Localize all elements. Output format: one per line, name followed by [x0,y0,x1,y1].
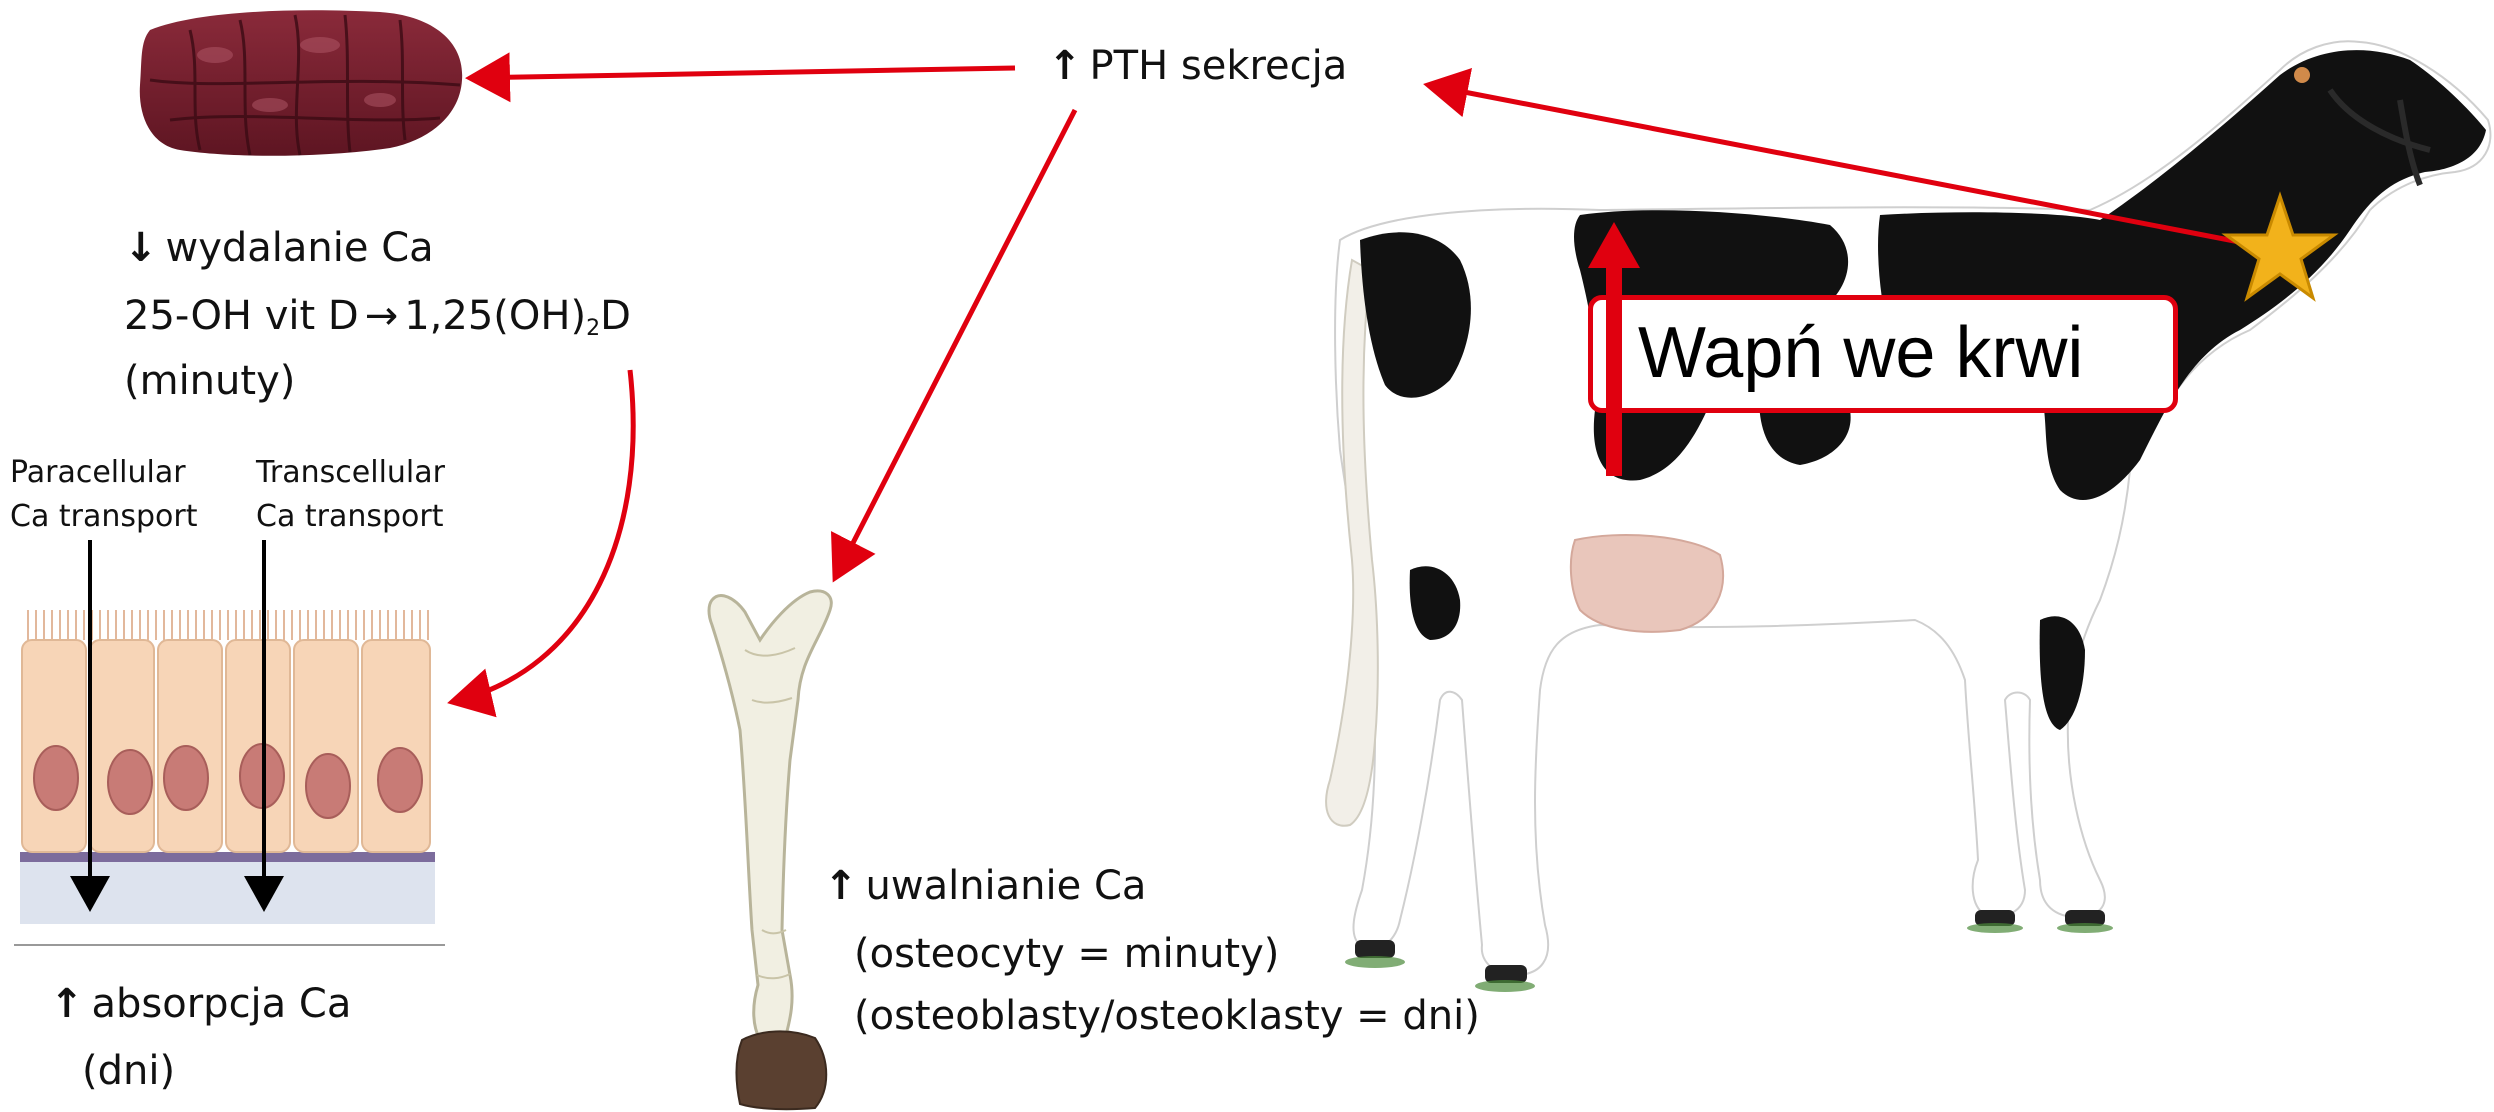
up-arrow-icon: ↑ [824,860,858,912]
intestine-timing-label: (dni) [82,1045,175,1097]
arrow-kidney-to-intestine [452,370,633,702]
arrow-pth-to-kidney [470,68,1015,78]
bone-release-label: ↑uwalnianie Ca [824,860,1146,912]
intestine-absorption-label: ↑absorpcja Ca [50,978,351,1030]
cow-image [1326,41,2490,992]
kidney-image [140,10,462,155]
up-arrow-icon: ↑ [1048,40,1082,92]
blood-calcium-label: Wapń we krwi [1638,303,2083,403]
transcellular-label-line1: Transcellular [256,452,445,494]
pth-text: PTH sekrecja [1090,43,1348,89]
up-arrow-icon: ↑ [50,978,84,1030]
kidney-line1: wydalanie Ca [166,225,434,271]
intestine-line1: absorpcja Ca [92,981,352,1027]
bone-osteoblast-timing: (osteoblasty/osteoklasty = dni) [854,990,1480,1042]
kidney-line2-c: D [600,293,631,339]
kidney-line2-a: 25-OH vit D [124,293,359,339]
paracellular-label-line2: Ca transport [10,496,198,538]
kidney-timing-label: (minuty) [124,355,295,407]
paracellular-label-line1: Paracellular [10,452,186,494]
vitamin-d-conversion-label: 25-OH vit D→1,25(OH)2D [124,290,631,355]
pth-secretion-label: ↑PTH sekrecja [1048,40,1347,92]
bone-image [709,591,831,1109]
bone-osteocyte-timing: (osteocyty = minuty) [854,928,1279,980]
ear-tag [2294,67,2310,83]
blood-ca-arrow-overlay [1606,290,1626,420]
right-arrow-icon: → [365,293,399,339]
kidney-line2-b: 1,25(OH) [404,293,586,339]
arrow-pth-to-bone [835,110,1075,578]
bone-line1: uwalnianie Ca [866,863,1147,909]
kidney-line2-sub: 2 [586,316,600,341]
transcellular-label-line2: Ca transport [256,496,444,538]
kidney-excretion-label: ↓wydalanie Ca [124,222,434,274]
intestinal-epithelium-image [14,540,445,945]
down-arrow-icon: ↓ [124,222,158,274]
